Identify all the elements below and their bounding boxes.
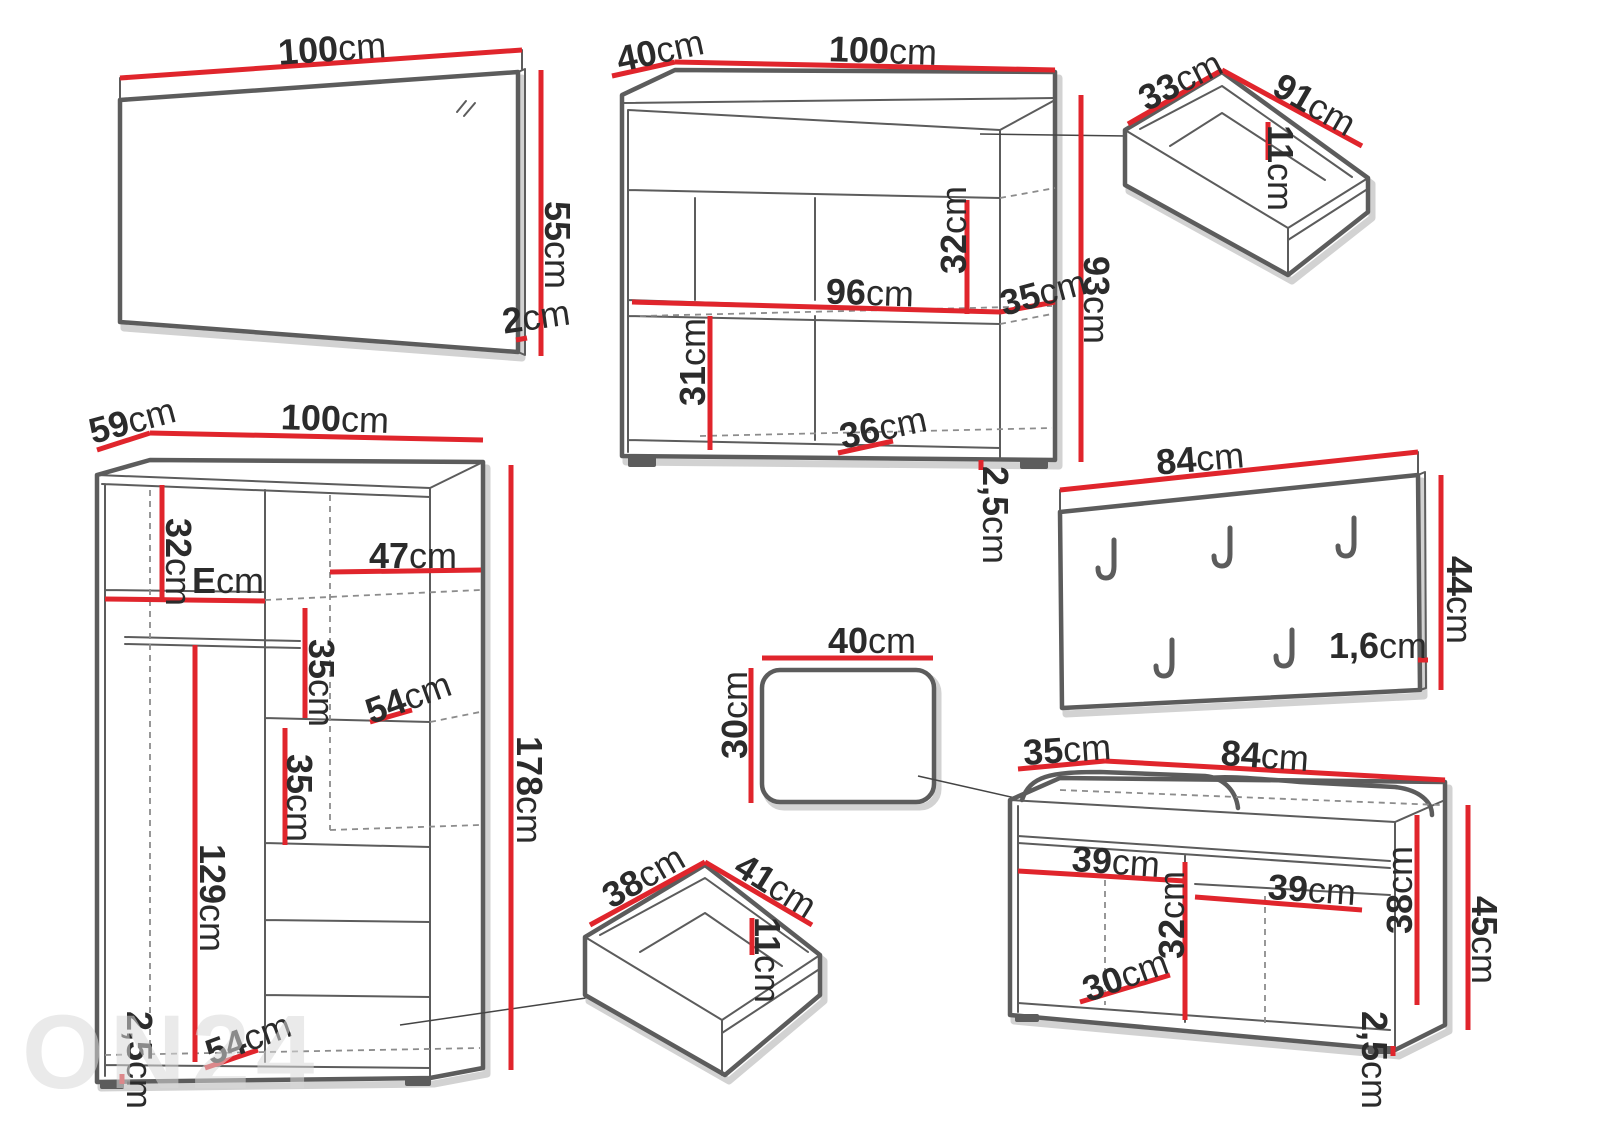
wardrobe-depth-dimension-line xyxy=(96,430,151,453)
bench-height-label: 45cm xyxy=(1465,896,1506,984)
dresser-height-label: 93cm xyxy=(1077,256,1118,344)
coat-hook-icon xyxy=(1335,515,1357,559)
dresser-compartment-width-label: 36cm xyxy=(836,398,931,456)
wardrobe-inner-depth-dimension-line xyxy=(204,1047,259,1071)
cushion-width-label: 40cm xyxy=(828,620,916,661)
bench-right-width-label: 39cm xyxy=(1267,865,1358,912)
wardrobe-top-shelf-width-label: Ecm xyxy=(192,560,264,601)
wardrobe-top-shelf-width-dimension-line xyxy=(104,596,266,604)
watermark-logo: ON24 xyxy=(22,994,320,1111)
dresser-drawer: 33cm 91cm 11cm xyxy=(1122,42,1376,285)
wardrobe-drawer-height-label: 11cm xyxy=(748,917,789,1003)
coat-rack-width-label: 84cm xyxy=(1154,434,1245,483)
dresser-width-dimension-line xyxy=(674,59,1056,73)
dresser-drawer-depth-dimension-line xyxy=(1126,67,1224,127)
bench-depth-label: 35cm xyxy=(1022,725,1113,772)
mirror-glare-icon xyxy=(456,100,476,117)
wardrobe-drawer-width-dimension-line xyxy=(703,859,814,928)
wardrobe-leg-height-label: 2,5cm xyxy=(120,1011,161,1109)
coat-hook-icon xyxy=(1211,525,1233,569)
dresser-hidden-lines xyxy=(639,187,1056,437)
cushion: 40cm 30cm xyxy=(714,620,1025,811)
mirror-thickness-label: 2cm xyxy=(499,291,572,341)
cushion-pad xyxy=(759,667,937,805)
coat-rack-height-label: 44cm xyxy=(1440,556,1481,644)
coat-rack: 84cm 44cm 1,6cm xyxy=(1057,434,1481,718)
cushion-leader-line xyxy=(917,775,1025,801)
bench-body xyxy=(1007,775,1448,1053)
bench-depth-dimension-line xyxy=(1017,758,1106,772)
dresser-inner-depth-label: 35cm xyxy=(995,261,1091,323)
cushion-depth-label: 30cm xyxy=(714,671,755,759)
wardrobe-top-shelf-height-label: 32cm xyxy=(159,518,200,606)
wardrobe-height-label: 178cm xyxy=(510,736,551,844)
dresser-drawer-height-label: 32cm xyxy=(933,186,974,274)
bench-leg-height-label: 2,5cm xyxy=(1355,1011,1396,1109)
wardrobe-drawer-depth-dimension-line xyxy=(588,859,707,928)
dresser-leg-height-label: 2,5cm xyxy=(976,466,1017,564)
bench-compartment-height-label: 32cm xyxy=(1151,871,1192,959)
bench-left-foot xyxy=(1015,1014,1039,1022)
dresser-left-foot xyxy=(628,456,656,467)
coat-hook-icon xyxy=(1095,537,1117,581)
wardrobe-left-foot xyxy=(100,1081,124,1089)
coat-rack-thickness-label: 1,6cm xyxy=(1329,625,1427,666)
bench: 35cm 84cm 39cm 39cm 32cm 30cm 38cm 45cm … xyxy=(1007,725,1506,1109)
dresser-body xyxy=(619,67,1058,463)
wardrobe: 59cm 100cm 32cm Ecm 47cm 35cm 54cm 35cm … xyxy=(84,389,587,1109)
wardrobe-depth-label: 59cm xyxy=(84,389,180,451)
wardrobe-right-foot xyxy=(405,1077,431,1086)
dresser-drawer-edges xyxy=(1124,85,1369,276)
dresser: 40cm 100cm 32cm 96cm 35cm 93cm 31cm 36cm… xyxy=(611,21,1128,564)
mirror-edge xyxy=(119,49,526,356)
dresser-drawer-leader-line xyxy=(979,133,1128,137)
wardrobe-shelf-width-dimension-line xyxy=(329,567,482,575)
coat-rack-width-dimension-line xyxy=(1059,449,1419,493)
mirror-width-dimension-line xyxy=(119,47,523,81)
dresser-depth-label: 40cm xyxy=(613,21,708,79)
dresser-inner-depth-dimension-line xyxy=(999,299,1056,315)
wardrobe-width-label: 100cm xyxy=(280,396,389,441)
mirror-height-label: 55cm xyxy=(538,201,579,289)
bench-right-foot xyxy=(1368,1046,1394,1054)
wardrobe-upper-shelf-height-label: 35cm xyxy=(302,639,343,727)
coat-rack-panel xyxy=(1057,472,1423,711)
wardrobe-hanging-height-label: 129cm xyxy=(193,844,234,952)
bench-width-label: 84cm xyxy=(1220,731,1311,778)
bench-width-dimension-line xyxy=(1104,758,1446,783)
wardrobe-width-dimension-line xyxy=(149,430,484,443)
dresser-shelf-height-label: 31cm xyxy=(672,318,713,406)
dresser-drawer-width-dimension-line xyxy=(1220,67,1364,149)
bench-left-width-dimension-line xyxy=(1017,868,1186,884)
wardrobe-shelf-depth-dimension-line xyxy=(369,707,413,725)
bench-hidden-lines xyxy=(1059,789,1441,1024)
mirror-width-label: 100cm xyxy=(277,24,388,72)
wardrobe-drawer-leader-line xyxy=(399,997,587,1026)
wardrobe-drawer: 38cm 41cm 11cm xyxy=(582,836,828,1085)
wardrobe-lower-shelf-height-label: 35cm xyxy=(280,754,321,842)
bench-inner-height-label: 38cm xyxy=(1379,846,1420,934)
mirror-panel xyxy=(117,69,521,355)
dresser-right-foot xyxy=(1020,459,1048,469)
wardrobe-drawer-edges xyxy=(584,877,821,1076)
dresser-drawer-height-label: 11cm xyxy=(1261,125,1302,211)
coat-hook-icon xyxy=(1153,637,1175,679)
bench-left-width-label: 39cm xyxy=(1071,837,1162,884)
bench-compartment-depth-dimension-line xyxy=(1079,972,1171,1005)
bench-cushions xyxy=(1019,769,1435,818)
dresser-depth-dimension-line xyxy=(611,59,676,79)
mirror-thickness-dimension-line xyxy=(515,335,528,343)
dresser-inner-width-dimension-line xyxy=(631,299,1001,315)
dresser-compartment-width-dimension-line xyxy=(837,438,894,456)
wardrobe-shelf-width-label: 47cm xyxy=(369,535,457,576)
mirror: 100cm 55cm 2cm xyxy=(117,24,579,362)
wardrobe-hidden-lines xyxy=(104,490,481,1056)
bench-right-width-dimension-line xyxy=(1194,894,1363,913)
coat-rack-edge xyxy=(1059,451,1427,691)
dresser-width-label: 100cm xyxy=(828,28,937,73)
coat-hook-icon xyxy=(1273,627,1295,669)
dresser-inner-width-label: 96cm xyxy=(825,270,914,314)
